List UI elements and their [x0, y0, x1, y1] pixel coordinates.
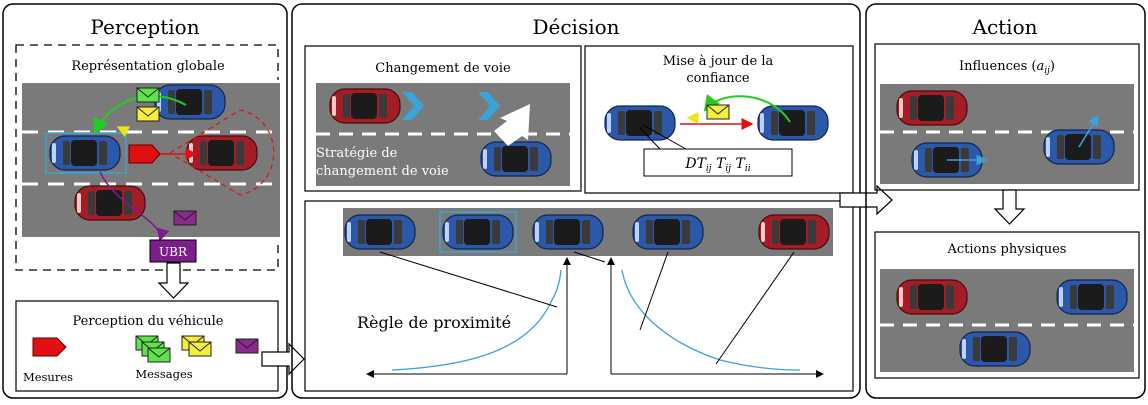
trust-values-box: [643, 148, 793, 177]
messages-label: Messages: [135, 367, 192, 381]
car-blue-icon: [604, 105, 676, 141]
lane-strategy-line1: Stratégie de: [316, 146, 398, 161]
vehicle-perception-label: Perception du véhicule: [73, 314, 224, 329]
measure-legend-icon: [32, 337, 67, 357]
trust-update-box: [584, 45, 854, 194]
car-blue-icon: [757, 105, 829, 141]
car-blue-icon: [154, 84, 226, 120]
perception-panel: Perception Représentation globale U: [2, 3, 288, 399]
message-yellow-icon: [188, 341, 212, 357]
lane-change-box: [304, 45, 582, 192]
ego-car-icon: [442, 214, 514, 250]
car-red-icon: [329, 88, 401, 124]
ego-highlight: [439, 211, 517, 253]
proximity-curve-right: [621, 269, 801, 371]
car-blue-icon: [1056, 279, 1128, 315]
to-decision-arrow: [261, 342, 305, 376]
message-green-icon: [136, 87, 160, 103]
car-blue-icon: [959, 331, 1031, 367]
measures-label: Mesures: [23, 370, 73, 384]
car-red-icon: [758, 214, 830, 250]
ubr-box: [149, 239, 197, 263]
action-panel: Action Influences (aij) Actions physique…: [865, 3, 1146, 399]
lane-change-arrow: [494, 104, 530, 146]
proximity-rule-label: Règle de proximité: [357, 313, 511, 332]
car-blue-icon: [344, 214, 416, 250]
car-red-icon: [74, 185, 146, 221]
trust-values-text: DTij Tij Tii: [684, 156, 750, 174]
trust-update-line2: confiance: [686, 71, 750, 86]
car-blue-icon: [480, 141, 552, 177]
ego-highlight: [45, 132, 127, 174]
physical-actions-label: Actions physiques: [947, 242, 1067, 257]
message-yellow-icon: [136, 106, 160, 122]
perception-title: Perception: [90, 15, 199, 39]
ubr-arrow: [99, 171, 170, 242]
message-purple-icon: [173, 210, 197, 226]
measure-icon: [128, 144, 161, 164]
global-representation-label: Représentation globale: [71, 59, 225, 74]
message-yellow-icon: [706, 104, 730, 120]
lane-strategy-line2: changement de voie: [316, 164, 449, 179]
message-purple-icon: [235, 338, 259, 354]
chevron-icon: [402, 92, 424, 120]
decision-panel: Décision Changement de voie Stratégie de…: [291, 3, 861, 399]
car-red-icon: [896, 279, 968, 315]
influences-label: Influences (aij): [959, 59, 1055, 76]
proximity-pointers: [379, 251, 795, 365]
car-red-icon: [896, 90, 968, 126]
lane-change-label: Changement de voie: [375, 61, 511, 76]
decision-title: Décision: [532, 15, 619, 39]
proximity-box: [304, 200, 854, 392]
trust-update-line1: Mise à jour de la: [663, 54, 774, 69]
down-arrow: [993, 189, 1026, 225]
chevron-icon: [478, 92, 500, 120]
ego-car-icon: [49, 135, 121, 171]
v2v-arrow: [93, 95, 187, 135]
proximity-axes: [366, 257, 824, 378]
proximity-curve-left: [391, 269, 562, 371]
action-title: Action: [972, 15, 1038, 39]
car-blue-icon: [632, 214, 704, 250]
car-blue-icon: [532, 214, 604, 250]
car-red-icon: [186, 135, 258, 171]
down-arrow: [157, 262, 190, 299]
vehicle-perception-box: [15, 300, 279, 392]
v2v-arrow: [703, 94, 791, 123]
ubr-label: UBR: [159, 245, 188, 259]
perception-cone: [168, 109, 275, 196]
global-representation-box: [15, 44, 279, 271]
physical-actions-box: [874, 231, 1140, 379]
message-green-icon: [147, 347, 171, 363]
